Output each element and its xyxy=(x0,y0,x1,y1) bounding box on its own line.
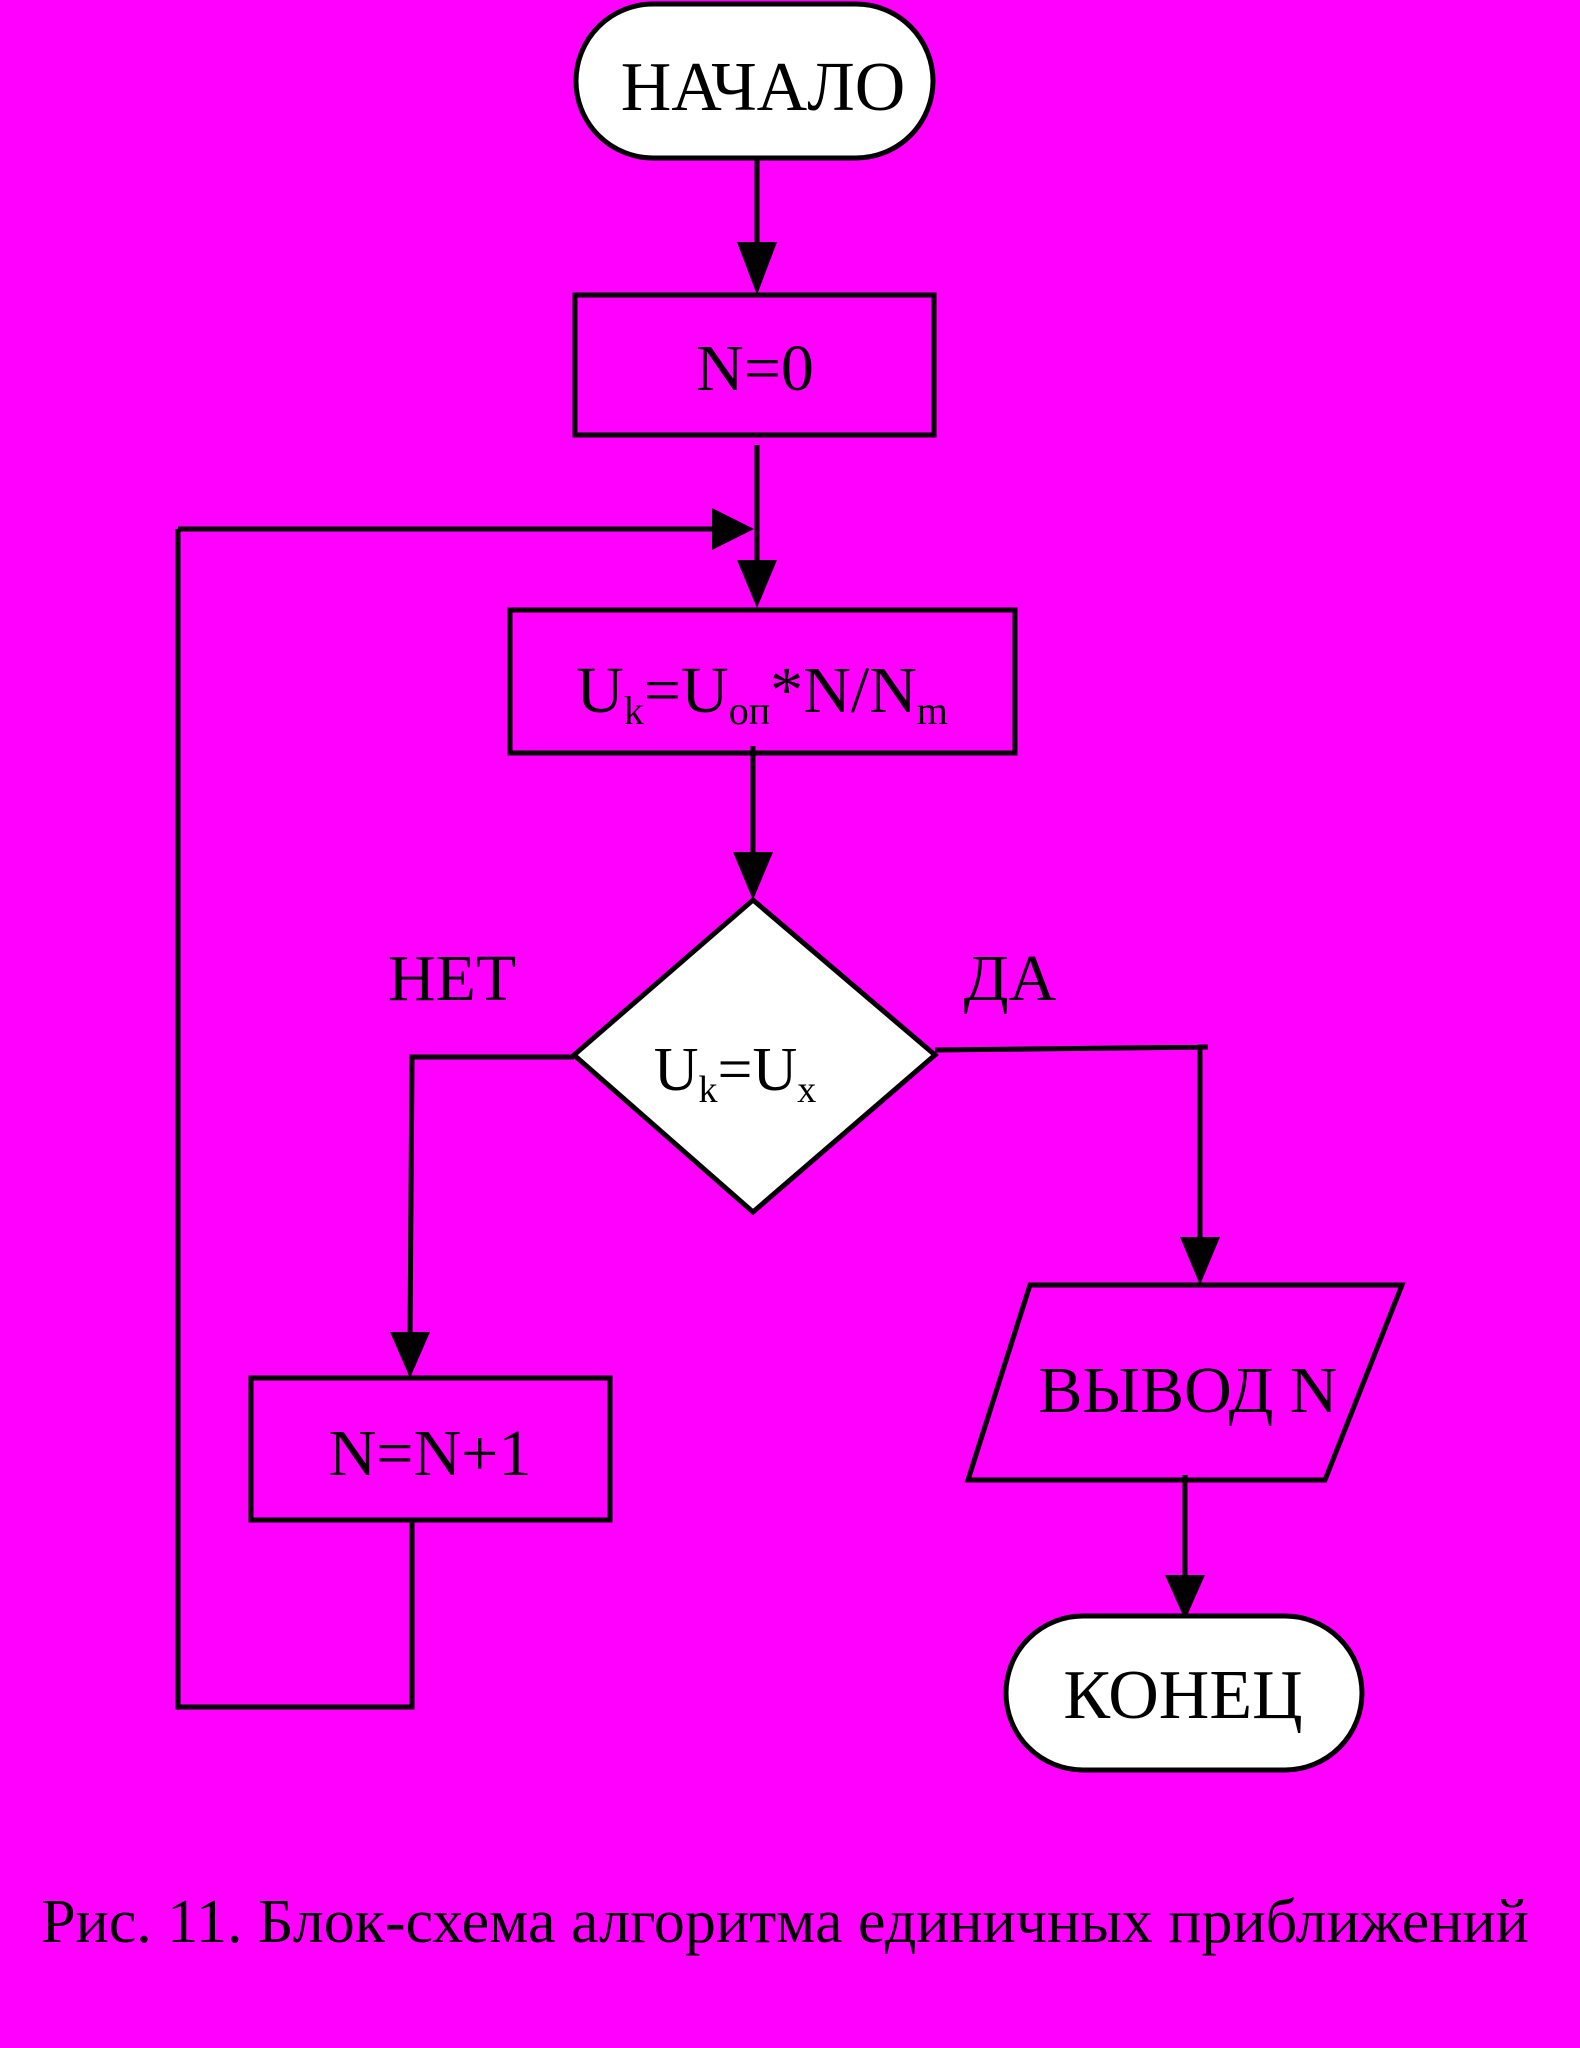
yes-branch-label: ДА xyxy=(964,942,1057,1015)
figure-caption: Рис. 11. Блок-схема алгоритма единичных … xyxy=(41,1888,1529,1956)
arrowhead-compute-decision xyxy=(733,852,773,900)
compute-process: Uk=Uоп*N/Nm xyxy=(507,607,1018,756)
arrowhead-output-end xyxy=(1165,1575,1205,1620)
no-branch-label: НЕТ xyxy=(388,942,516,1015)
increment-label: N=N+1 xyxy=(329,1417,532,1490)
start-terminal: НАЧАЛО xyxy=(573,1,936,161)
init-label: N=0 xyxy=(696,332,814,405)
arrowhead-loop-return xyxy=(712,508,754,550)
compute-formula: Uk=Uоп*N/Nm xyxy=(576,654,948,733)
connector-no-branch xyxy=(407,1054,574,1341)
decision-diamond: Uk=Ux xyxy=(570,896,939,1216)
arrowhead-start-init xyxy=(737,242,777,295)
output-label: ВЫВОД N xyxy=(1038,1354,1337,1427)
start-label: НАЧАЛО xyxy=(621,49,906,126)
connector-yes-branch xyxy=(934,1044,1209,1245)
end-label: КОНЕЦ xyxy=(1063,1657,1302,1734)
end-terminal: КОНЕЦ xyxy=(1003,1613,1365,1773)
decision-condition: Uk=Ux xyxy=(654,1036,817,1111)
arrowhead-no-branch xyxy=(390,1332,430,1378)
arrowhead-yes-branch xyxy=(1180,1237,1220,1285)
output-io: ВЫВОД N xyxy=(964,1282,1406,1483)
connector-loop-back xyxy=(175,529,415,1710)
arrowhead-init-compute xyxy=(737,560,777,608)
increment-process: N=N+1 xyxy=(248,1375,613,1523)
init-process: N=0 xyxy=(572,292,937,438)
